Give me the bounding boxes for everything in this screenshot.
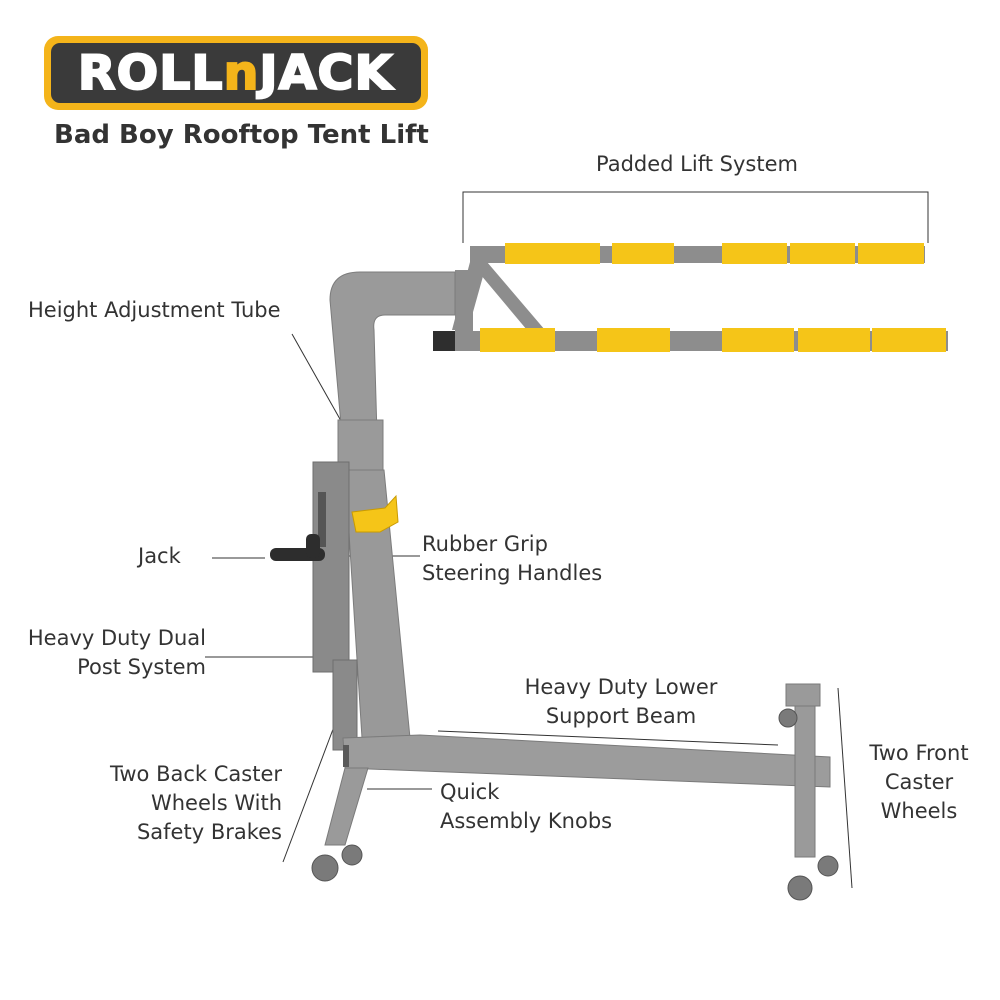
- back-caster-wheel: [311, 854, 339, 882]
- callout-lower-beam: Heavy Duty Lower Support Beam: [524, 675, 718, 728]
- height-tube-leader: [291, 333, 346, 429]
- leader-lines: [205, 191, 929, 889]
- padded-lift-bracket: [462, 191, 929, 243]
- front-caster-wheel: [787, 875, 813, 901]
- back-caster-leg: [324, 767, 369, 846]
- back-casters-leader: [282, 715, 339, 863]
- callout-jack: Jack: [138, 544, 181, 568]
- back-caster-wheel-2: [341, 844, 363, 866]
- callout-assembly-knobs: Quick Assembly Knobs: [440, 780, 613, 833]
- callout-dual-post: Heavy Duty Dual Post System: [27, 626, 206, 679]
- front-caster-wheel-2: [817, 855, 839, 877]
- front-casters-leader: [837, 687, 853, 889]
- callout-rubber-grip: Rubber Grip Steering Handles: [422, 532, 603, 585]
- front-caster-wheel-rear: [778, 708, 798, 728]
- front-caster-leg: [785, 683, 821, 858]
- product-title: Bad Boy Rooftop Tent Lift: [54, 120, 429, 150]
- lower-support-beam: [342, 734, 831, 788]
- lower-beam-leader: [437, 730, 779, 746]
- height-adjustment-tube: [329, 271, 456, 481]
- front-lift-arm: [433, 328, 948, 352]
- callout-padded-lift-system: Padded Lift System: [596, 152, 798, 176]
- jack-handle: [270, 492, 326, 561]
- brand-logo: ROLLnJACK: [44, 36, 428, 110]
- callout-front-casters: Two Front Caster Wheels: [869, 741, 969, 823]
- brand-logo-text: ROLLnJACK: [77, 45, 394, 101]
- cross-braces: [452, 262, 545, 342]
- back-lift-arm: [470, 243, 925, 264]
- callout-height-adjustment-tube: Height Adjustment Tube: [28, 298, 281, 322]
- steering-handle: [351, 494, 399, 533]
- caster-wheels: [311, 708, 839, 901]
- callout-back-casters: Two Back Caster Wheels With Safety Brake…: [110, 762, 282, 844]
